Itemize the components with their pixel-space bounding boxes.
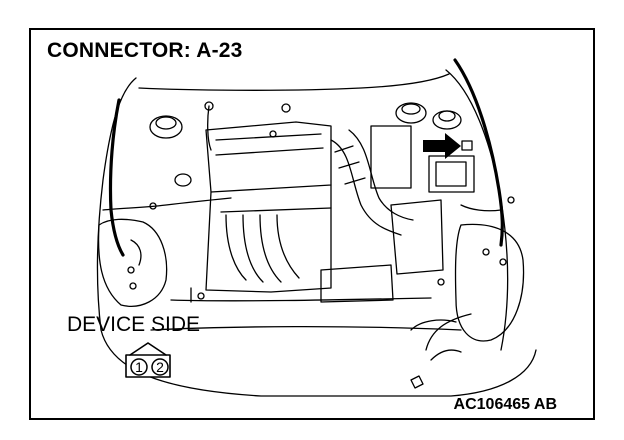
connector-arrow [423,133,461,159]
right-headlamp [454,223,525,342]
right-harness [453,58,504,247]
diagram-frame: 1 2 CONNECTOR: A-23 DEVICE SIDE AC106465… [29,28,595,420]
left-harness [108,98,125,257]
front-bumper [150,278,462,331]
target-connector [461,140,473,151]
device-side-label: DEVICE SIDE [67,313,201,336]
pin-1-label: 1 [135,359,143,375]
relay-box [320,125,475,303]
reservoir-caps [149,102,462,187]
engine-bay-illustration: 1 2 [96,58,537,397]
connector-title: CONNECTOR: A-23 [47,39,243,62]
harness-clips [102,101,515,389]
engine-block [205,121,332,293]
pin-2 [151,358,169,376]
left-headlamp [97,218,168,307]
intake-hose [330,129,414,236]
pin-2-label: 2 [156,359,164,375]
hood-outline [96,69,537,397]
pin-1 [130,358,148,376]
connector-pin-diagram: 1 2 [125,342,171,378]
figure-code: AC106465 AB [453,396,557,413]
